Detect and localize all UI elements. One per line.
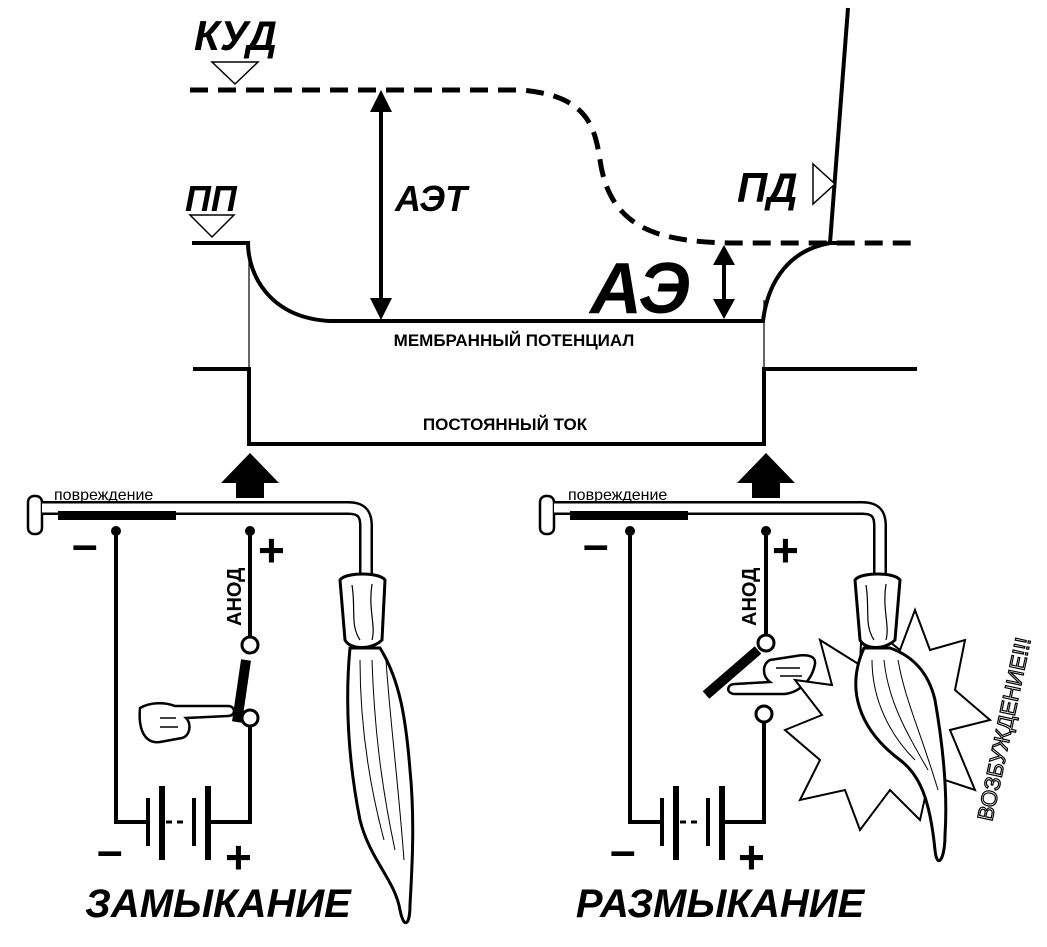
pp-label: ПП	[185, 178, 238, 219]
pd-label: ПД	[737, 164, 798, 211]
up-arrow-icon-right	[737, 453, 795, 498]
pp-marker-icon	[188, 214, 236, 239]
damage-zone-right	[570, 511, 688, 520]
nerve-rod-right	[538, 494, 887, 580]
pd-marker-icon	[812, 162, 837, 206]
aet-arrow	[370, 90, 392, 320]
kud-label: КУД	[194, 12, 277, 59]
plus-bottom-right: +	[738, 831, 765, 883]
potential-graph: КУД ПП ПД АЭТ АЭ МЕМБРАННЫЙ ПОТЕНЦИАЛ ПО…	[185, 7, 917, 498]
damage-zone-left	[58, 511, 176, 520]
minus-top-right: –	[583, 518, 609, 570]
action-potential-line	[828, 7, 850, 244]
caption-opening: РАЗМЫКАНИЕ	[576, 882, 866, 926]
switch-lever-left[interactable]	[232, 659, 251, 723]
caption-closing: ЗАМЫКАНИЕ	[85, 882, 352, 926]
excitation-label: ВОЗБУЖДЕНИЕ!!!	[972, 635, 1035, 823]
electrode-plus-right	[761, 526, 771, 536]
electrode-plus-left	[245, 526, 255, 536]
switch-lever-right[interactable]	[702, 646, 762, 699]
damage-label-left: повреждение	[54, 487, 153, 504]
membrane-potential-label: МЕМБРАННЫЙ ПОТЕНЦИАЛ	[394, 331, 635, 350]
direct-current-label: ПОСТОЯННЫЙ ТОК	[423, 415, 588, 434]
kud-marker-icon	[210, 61, 260, 86]
damage-label-right: повреждение	[568, 487, 667, 504]
hand-icon-right	[727, 654, 817, 696]
minus-bottom-right: –	[610, 824, 636, 876]
nerve-rod-left	[26, 494, 373, 580]
hand-icon-left	[138, 702, 236, 744]
switch-contact-bottom-left	[240, 708, 260, 728]
battery-icon-left	[140, 786, 222, 860]
battery-icon-right	[654, 786, 736, 860]
wire-battery-left	[222, 726, 252, 824]
switch-contact-top-left	[240, 635, 260, 655]
electrode-minus-left	[111, 526, 121, 536]
minus-top-left: –	[72, 518, 98, 570]
wire-minus-left	[114, 532, 140, 824]
anode-label-right: АНОД	[739, 568, 761, 626]
switch-contact-top-right	[756, 633, 776, 653]
direct-current-waveform	[193, 367, 917, 446]
wire-minus-right	[628, 532, 654, 824]
plus-bottom-left: +	[225, 831, 252, 883]
membrane-potential-curve	[192, 241, 842, 323]
switch-contact-bottom-right	[754, 704, 774, 724]
anode-label-left: АНОД	[224, 568, 246, 626]
left-circuit: повреждение – + – +	[26, 487, 415, 926]
muscle-icon-right	[853, 572, 948, 863]
aet-label: АЭТ	[394, 178, 470, 219]
critical-level-line	[190, 87, 917, 246]
ae-label: АЭ	[588, 249, 690, 329]
right-circuit: повреждение – + – + АНОД	[538, 487, 1036, 926]
minus-bottom-left: –	[97, 824, 123, 876]
ae-arrow	[713, 245, 735, 319]
up-arrow-icon-left	[221, 453, 279, 498]
plus-top-right: +	[772, 524, 799, 576]
electrode-minus-right	[625, 526, 635, 536]
muscle-icon-left	[338, 572, 415, 924]
plus-top-left: +	[258, 524, 285, 576]
wire-battery-right	[736, 722, 766, 824]
